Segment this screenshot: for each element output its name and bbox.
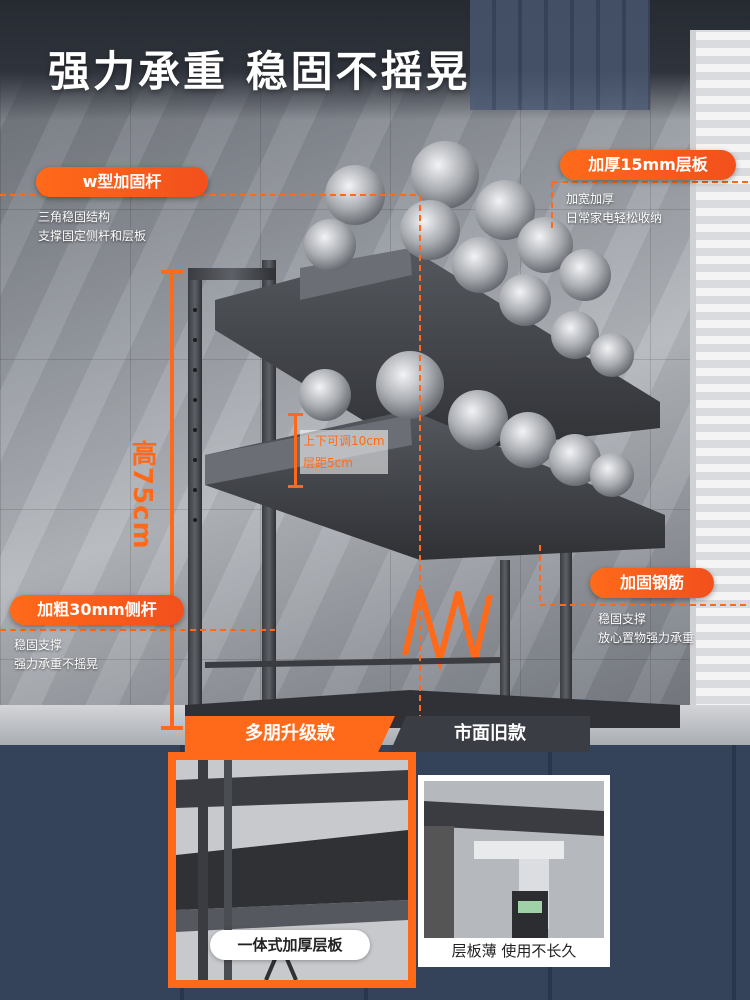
steel-bar-tag: 加固钢筋	[590, 568, 714, 598]
shelf-board-tag: 加厚15mm层板	[560, 150, 736, 180]
old-model-heading: 市面旧款	[390, 716, 590, 752]
dumbbells-upper	[304, 141, 634, 377]
side-pole-line-2: 强力承重不摇晃	[14, 657, 99, 671]
new-model-caption: 一体式加厚层板	[210, 930, 370, 960]
adjust-range: 上下可调10cm	[303, 434, 385, 448]
side-pole-tag: 加粗30mm侧杆	[10, 595, 184, 625]
height-label: 高75cm	[127, 440, 157, 550]
w-brace-line-2: 支撑固定侧杆和层板	[38, 229, 147, 243]
w-brace-line-1: 三角稳固结构	[38, 210, 111, 224]
side-pole-line-1: 稳固支撑	[14, 638, 63, 652]
adjust-spacing: 层距5cm	[303, 456, 353, 470]
new-model-heading: 多朋升级款	[185, 716, 395, 752]
adjust-marker	[294, 413, 297, 488]
side-pole-desc: 稳固支撑 强力承重不摇晃	[14, 636, 98, 674]
height-cap-top	[161, 270, 183, 274]
w-brace-tag: w型加固杆	[36, 167, 208, 197]
upper-shelf	[215, 248, 660, 455]
steel-bar-desc: 稳固支撑 放心置物强力承重	[598, 610, 694, 648]
adjust-label: 上下可调10cm 层距5cm	[300, 430, 388, 474]
old-model-panel	[418, 775, 610, 967]
window-blinds	[470, 0, 650, 110]
old-model-photo	[424, 781, 604, 961]
shelf-board-line-2: 日常家电轻松收纳	[566, 211, 663, 225]
page-title: 强力承重 稳固不摇晃	[48, 47, 471, 96]
dumbbells-lower	[299, 351, 634, 497]
shelf-board-line-1: 加宽加厚	[566, 192, 615, 206]
shelf-board-desc: 加宽加厚 日常家电轻松收纳	[566, 190, 662, 228]
steel-bar-line-2: 放心置物强力承重	[598, 631, 695, 645]
right-post	[560, 540, 572, 705]
height-bar	[170, 272, 174, 728]
w-brace	[402, 589, 493, 672]
old-model-caption: 层板薄 使用不长久	[424, 938, 604, 964]
height-cap-bottom	[161, 726, 183, 730]
thin-shelf-closeup	[424, 781, 604, 961]
w-brace-desc: 三角稳固结构 支撑固定侧杆和层板	[38, 208, 146, 246]
steel-bar-line-1: 稳固支撑	[598, 612, 647, 626]
